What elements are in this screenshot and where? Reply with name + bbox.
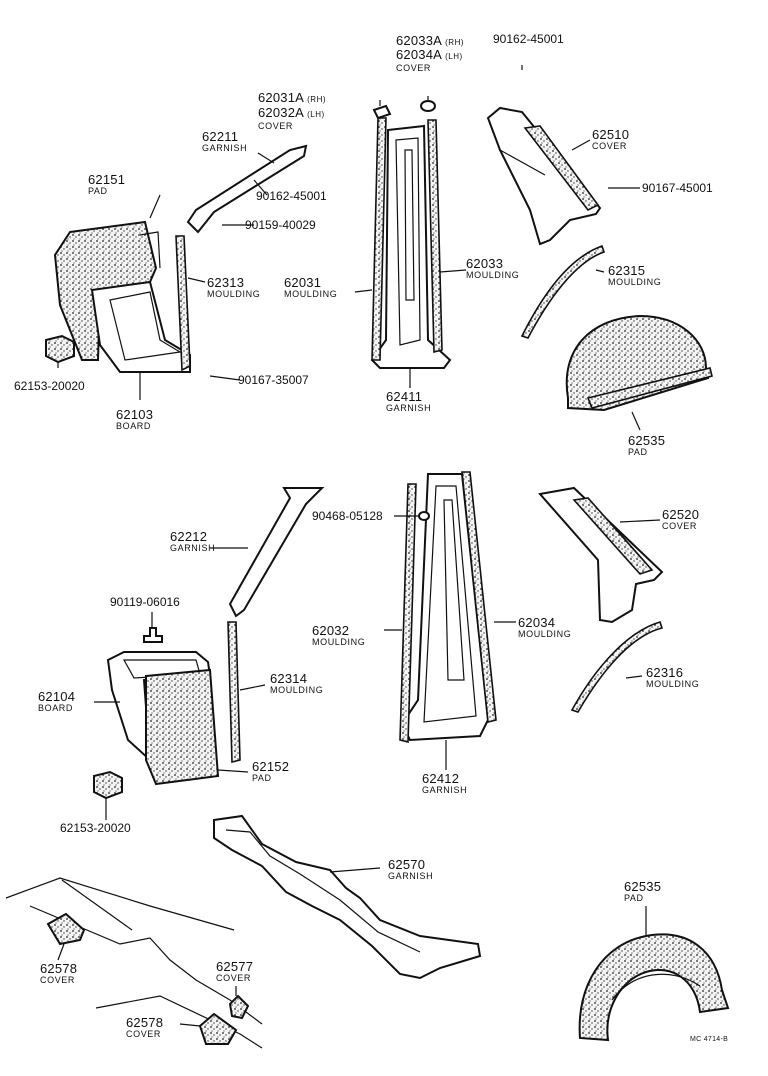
cover-62033A-drawing — [420, 100, 436, 112]
moulding-62031-drawing — [371, 117, 387, 361]
label-62033: 62033 MOULDING — [466, 256, 520, 280]
label-62520: 62520 COVER — [662, 507, 700, 531]
moulding-62034-drawing — [461, 471, 497, 723]
label-62034A: 62034A (LH) COVER — [396, 47, 463, 73]
pad-62152-drawing — [145, 668, 220, 786]
floor-outline-drawing — [5, 877, 263, 1049]
label-90119-06016: 90119-06016 — [110, 595, 180, 609]
garnish-62212-drawing — [228, 487, 325, 618]
moulding-62316-drawing — [570, 621, 664, 713]
clip-62153-a-drawing — [45, 334, 75, 364]
label-62031A: 62031A (RH) — [258, 90, 327, 105]
pad-62535-b-drawing — [578, 933, 730, 1042]
label-62034: 62034 MOULDING — [518, 615, 572, 639]
label-90167-45001: 90167-45001 — [642, 181, 713, 195]
garnish-62211-drawing — [186, 144, 308, 234]
pad-62535-a-drawing — [565, 314, 713, 412]
label-62032: 62032 MOULDING — [312, 623, 366, 647]
cover-62510-drawing — [486, 106, 602, 246]
garnish-62411-drawing — [370, 124, 452, 369]
label-62211: 62211 GARNISH — [202, 129, 248, 153]
label-62578-a: 62578 COVER — [40, 961, 78, 985]
garnish-62570-drawing — [213, 814, 482, 980]
label-62152: 62152 PAD — [252, 759, 290, 783]
bolt-90119-drawing — [143, 627, 163, 643]
label-62031: 62031 MOULDING — [284, 275, 338, 299]
label-62535-a: 62535 PAD — [628, 433, 666, 457]
label-62153-20020-a: 62153-20020 — [14, 379, 85, 393]
label-90162-45001-top: 90162-45001 — [493, 32, 564, 46]
label-62313: 62313 MOULDING — [207, 275, 261, 299]
moulding-62032-drawing — [399, 483, 417, 744]
label-90468-05128: 90468-05128 — [312, 509, 383, 523]
label-62033A: 62033A (RH) — [396, 33, 465, 48]
label-62153-20020-b: 62153-20020 — [60, 821, 131, 835]
label-90159-40029: 90159-40029 — [245, 218, 316, 232]
garnish-62412-drawing — [400, 473, 490, 742]
cover-62578-a-drawing — [46, 912, 86, 946]
cover-62578-b-drawing — [198, 1012, 238, 1045]
label-62577: 62577 COVER — [216, 959, 254, 983]
cover-62577-drawing — [228, 994, 250, 1020]
label-62314: 62314 MOULDING — [270, 671, 324, 695]
cover-62031A-drawing — [372, 104, 392, 120]
label-62510: 62510 COVER — [592, 127, 630, 151]
clip-62153-b-drawing — [93, 770, 123, 800]
label-62578-b: 62578 COVER — [126, 1015, 164, 1039]
cover-62520-drawing — [538, 486, 664, 624]
diagram-code: MC 4714-B — [690, 1036, 729, 1043]
label-62212: 62212 GARNISH — [170, 529, 216, 553]
label-62411: 62411 GARNISH — [386, 389, 432, 413]
moulding-62314-drawing — [227, 621, 241, 764]
label-62103: 62103 BOARD — [116, 407, 154, 431]
label-90162-45001-mid: 90162-45001 — [256, 189, 327, 203]
label-62315: 62315 MOULDING — [608, 263, 662, 287]
label-62412: 62412 GARNISH — [422, 771, 468, 795]
moulding-62033-drawing — [427, 119, 443, 354]
label-62151: 62151 PAD — [88, 172, 126, 196]
label-62535-b: 62535 PAD — [624, 879, 662, 903]
label-90167-35007: 90167-35007 — [238, 373, 309, 387]
label-62104: 62104 BOARD — [38, 689, 76, 713]
clip-90468-drawing — [418, 511, 430, 521]
label-62032A: 62032A (LH) COVER — [258, 105, 325, 131]
moulding-62315-drawing — [520, 244, 606, 339]
label-62316: 62316 MOULDING — [646, 665, 700, 689]
label-62570: 62570 GARNISH — [388, 857, 434, 881]
moulding-62313-drawing — [175, 235, 191, 372]
